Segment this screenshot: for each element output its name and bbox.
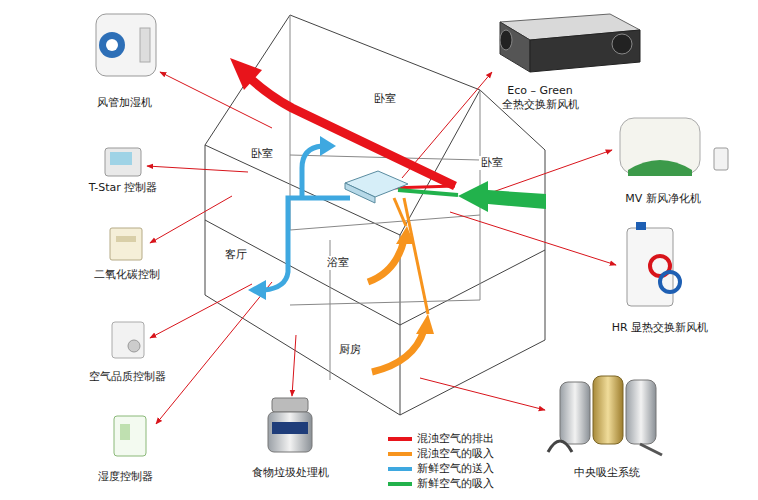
food-disposer-icon (268, 398, 312, 452)
room-label: 客厅 (223, 248, 249, 262)
room-label: 卧室 (372, 92, 398, 106)
air-unit (345, 171, 408, 203)
product-caption: 二氧化碳控制 (94, 268, 160, 282)
legend-row: 新鲜空气的送入 (388, 462, 494, 476)
leader-lines (147, 72, 616, 424)
central-vacuum-icon (548, 376, 662, 455)
legend-text: 混浊空气的吸入 (417, 447, 494, 461)
legend-text: 混浊空气的排出 (417, 432, 494, 446)
legend-swatch (388, 467, 412, 471)
air-quality-controller-icon (112, 322, 144, 358)
total-heat-exchanger-icon (500, 14, 640, 72)
co2-controller-icon (110, 228, 142, 260)
exhaust-arrow (230, 58, 455, 188)
intake-fresh-arrow (398, 181, 546, 212)
supply-fresh-arrow (264, 146, 350, 290)
hr-exchanger-icon (627, 222, 680, 306)
product-caption: 风管加湿机 (97, 96, 152, 110)
room-label: 厨房 (337, 343, 363, 357)
legend-swatch (388, 482, 412, 486)
product-caption: 空气品质控制器 (89, 370, 166, 384)
legend-row: 新鲜空气的吸入 (388, 477, 494, 491)
legend-swatch (388, 437, 412, 441)
supply-fresh-heads (248, 136, 336, 300)
room-label: 卧室 (249, 147, 275, 161)
legend-row: 混浊空气的吸入 (388, 447, 494, 461)
stale-intake-arrow (368, 198, 434, 372)
thermostat-icon (105, 148, 141, 176)
product-caption: HR 显热交换新风机 (612, 321, 708, 335)
product-caption: T-Star 控制器 (89, 181, 158, 195)
product-caption: Eco – Green 全热交换新风机 (492, 84, 588, 113)
product-caption: MV 新风净化机 (625, 192, 701, 206)
room-label: 卧室 (479, 156, 505, 170)
legend-text: 新鲜空气的吸入 (417, 477, 494, 491)
room-label: 浴室 (325, 256, 351, 270)
humidity-controller-icon (114, 416, 146, 456)
product-caption: 湿度控制器 (98, 470, 153, 484)
house-wireframe (205, 15, 545, 415)
duct-humidifier-icon (96, 14, 156, 76)
mv-purifier-icon (620, 118, 728, 176)
legend-swatch (388, 452, 412, 456)
legend-text: 新鲜空气的送入 (417, 462, 494, 476)
legend-row: 混浊空气的排出 (388, 432, 494, 446)
product-caption: 食物垃圾处理机 (252, 466, 329, 480)
product-caption: 中央吸尘系统 (574, 466, 640, 480)
